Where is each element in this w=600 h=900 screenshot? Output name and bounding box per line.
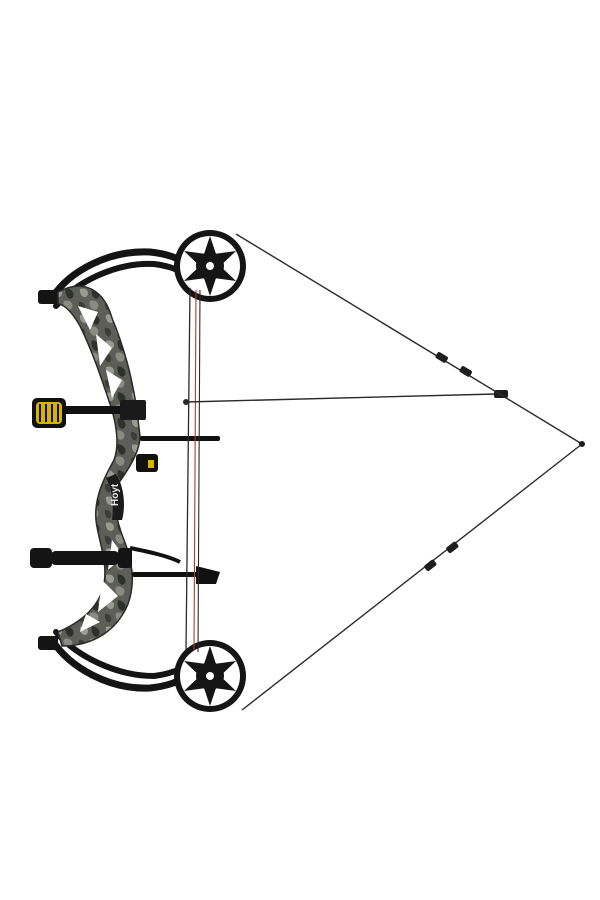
bowstring <box>235 233 585 711</box>
stabilizer <box>30 548 132 568</box>
riser-cutout <box>98 580 118 612</box>
riser-cutout <box>106 370 122 398</box>
sight-mount <box>120 400 146 420</box>
string-nock-point <box>579 441 585 447</box>
grip <box>106 474 124 520</box>
back-bar <box>129 546 220 584</box>
riser-cutout <box>80 614 100 632</box>
sight-housing <box>32 398 146 428</box>
riser-cutout <box>78 306 98 330</box>
arrow-rest <box>136 436 220 472</box>
lower-limb-pocket <box>38 636 58 650</box>
brand-mark: Hoyt <box>110 483 121 506</box>
cables <box>185 287 201 653</box>
riser: Hoyt <box>57 285 141 647</box>
lower-cam <box>174 640 246 712</box>
string-serving <box>424 352 472 572</box>
d-loop <box>183 390 508 405</box>
sight-bar <box>66 406 122 414</box>
upper-limb-pocket <box>38 290 58 304</box>
upper-cam <box>174 230 246 302</box>
riser-cutout <box>96 334 112 366</box>
